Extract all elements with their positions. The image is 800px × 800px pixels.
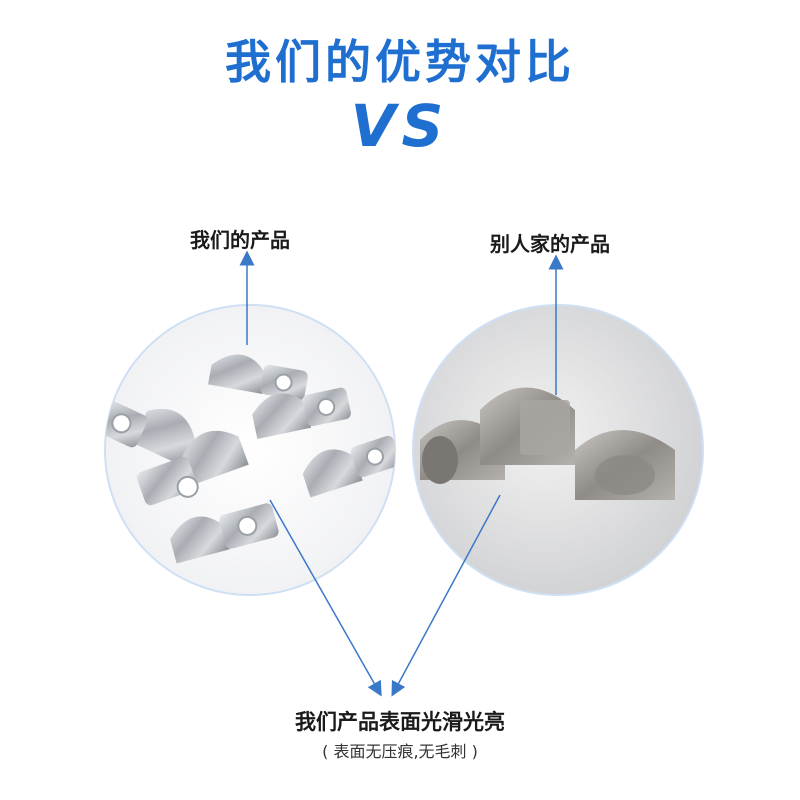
vs-badge: VS xyxy=(350,92,450,160)
page-title: 我们的优势对比 xyxy=(225,35,575,89)
arrow-caption-right xyxy=(391,494,501,697)
our-product-photo xyxy=(104,304,396,596)
label-other-product: 别人家的产品 xyxy=(490,232,610,256)
caption-main: 我们产品表面光滑光亮 xyxy=(295,710,505,734)
label-our-product: 我们的产品 xyxy=(190,228,290,252)
arrow-caption-left xyxy=(269,499,382,697)
arrows xyxy=(239,250,564,697)
other-product-photo xyxy=(412,304,704,596)
caption-sub: ( 表面无压痕,无毛刺 ) xyxy=(322,742,478,761)
